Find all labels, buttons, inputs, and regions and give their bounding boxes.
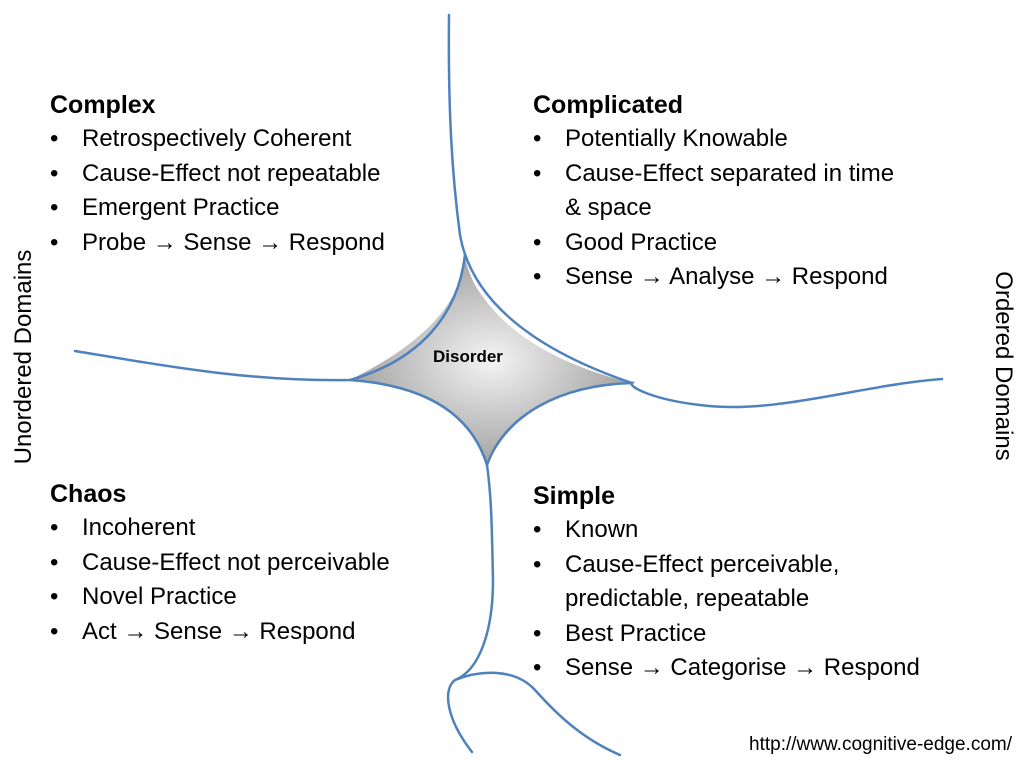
ordered-domains-label: Ordered Domains [990, 271, 1017, 461]
bullet: • [533, 159, 542, 187]
list-item-text: Emergent Practice [82, 194, 280, 221]
list-item-text: Cause-Effect not repeatable [82, 159, 381, 187]
list-item: • Cause-Effect perceivable, [533, 548, 920, 583]
chaos-title: Chaos [50, 480, 127, 508]
bullet: • [50, 583, 59, 610]
list-item: • Sense → Categorise → Respond [533, 651, 920, 686]
list-item-text: & space [565, 194, 652, 221]
list-item-text: Act → Sense → Respond [82, 617, 356, 645]
chaos-quadrant: Chaos • Incoherent • Cause-Effect not perc… [50, 479, 390, 649]
bullet: • [533, 550, 542, 578]
complex-title: Complex [50, 91, 156, 119]
right-boundary-line [485, 377, 944, 467]
list-item: • Good Practice [533, 226, 894, 261]
disorder-region [350, 255, 632, 465]
list-item: • Cause-Effect not perceivable [50, 546, 390, 581]
list-item-text: Sense → Analyse → Respond [565, 263, 888, 290]
bullet: • [50, 125, 59, 152]
list-item: • Sense → Analyse → Respond [533, 260, 894, 295]
left-boundary-line [73, 253, 467, 382]
bullet: • [533, 516, 542, 543]
domain-boundaries [73, 13, 944, 757]
list-item-text: Best Practice [565, 619, 707, 647]
bullet: • [50, 514, 59, 541]
list-item: • Best Practice [533, 617, 920, 652]
bullet: • [533, 125, 542, 152]
simple-list: • Known • Cause-Effect perceivable, predic… [533, 513, 920, 686]
bullet: • [50, 228, 59, 256]
list-item: • Novel Practice [50, 580, 390, 615]
list-item: • Incoherent [50, 511, 390, 546]
list-item-text: Cause-Effect not perceivable [82, 548, 390, 576]
list-item-text: Potentially Knowable [565, 125, 788, 152]
simple-title: Simple [533, 482, 615, 510]
list-item: • Emergent Practice [50, 191, 385, 226]
list-item: • Cause-Effect not repeatable [50, 157, 385, 192]
list-item-text: Retrospectively Coherent [82, 125, 352, 152]
list-item-text: Incoherent [82, 514, 196, 541]
list-item-text: Cause-Effect perceivable, [565, 550, 840, 578]
complex-list: • Retrospectively Coherent • Cause-Effect … [50, 122, 385, 260]
list-item-text: predictable, repeatable [565, 585, 810, 612]
list-item: • Retrospectively Coherent [50, 122, 385, 157]
bottom-hook-line [453, 671, 622, 757]
list-item: • Potentially Knowable [533, 122, 894, 157]
list-item-text: Novel Practice [82, 583, 237, 610]
disorder-label: Disorder [433, 347, 503, 366]
complicated-quadrant: Complicated • Potentially Knowable • Cause… [533, 90, 894, 295]
list-item-text: Good Practice [565, 228, 718, 256]
list-item: • Act → Sense → Respond [50, 615, 390, 650]
unordered-domains-label: Unordered Domains [10, 249, 37, 465]
bullet: • [533, 263, 542, 290]
top-boundary-line [447, 13, 634, 385]
complicated-list: • Potentially Knowable • Cause-Effect sepa… [533, 122, 894, 295]
bullet: • [533, 228, 542, 256]
list-item: • Known [533, 513, 920, 548]
list-item: • Cause-Effect separated in time [533, 157, 894, 192]
chaos-list: • Incoherent • Cause-Effect not perceivabl… [50, 511, 390, 649]
bullet: • [50, 548, 59, 576]
bullet: • [50, 617, 59, 645]
complicated-title: Complicated [533, 91, 684, 119]
source-url: http://www.cognitive-edge.com/ [749, 734, 1012, 755]
complex-quadrant: Complex • Retrospectively Coherent • Cause… [50, 90, 385, 260]
list-item-text: Sense → Categorise → Respond [565, 654, 920, 681]
list-item-continuation: & space [533, 191, 894, 226]
list-item-text: Probe → Sense → Respond [82, 228, 385, 256]
bullet: • [50, 194, 59, 221]
lower-left-boundary-line [348, 378, 495, 754]
simple-quadrant: Simple • Known • Cause-Effect perceivable,… [533, 481, 920, 686]
bullet: • [533, 619, 542, 647]
list-item-text: Known [565, 516, 639, 543]
list-item-continuation: predictable, repeatable [533, 582, 920, 617]
bullet: • [533, 654, 542, 681]
list-item-text: Cause-Effect separated in time [565, 159, 895, 187]
list-item: • Probe → Sense → Respond [50, 226, 385, 261]
bullet: • [50, 159, 59, 187]
